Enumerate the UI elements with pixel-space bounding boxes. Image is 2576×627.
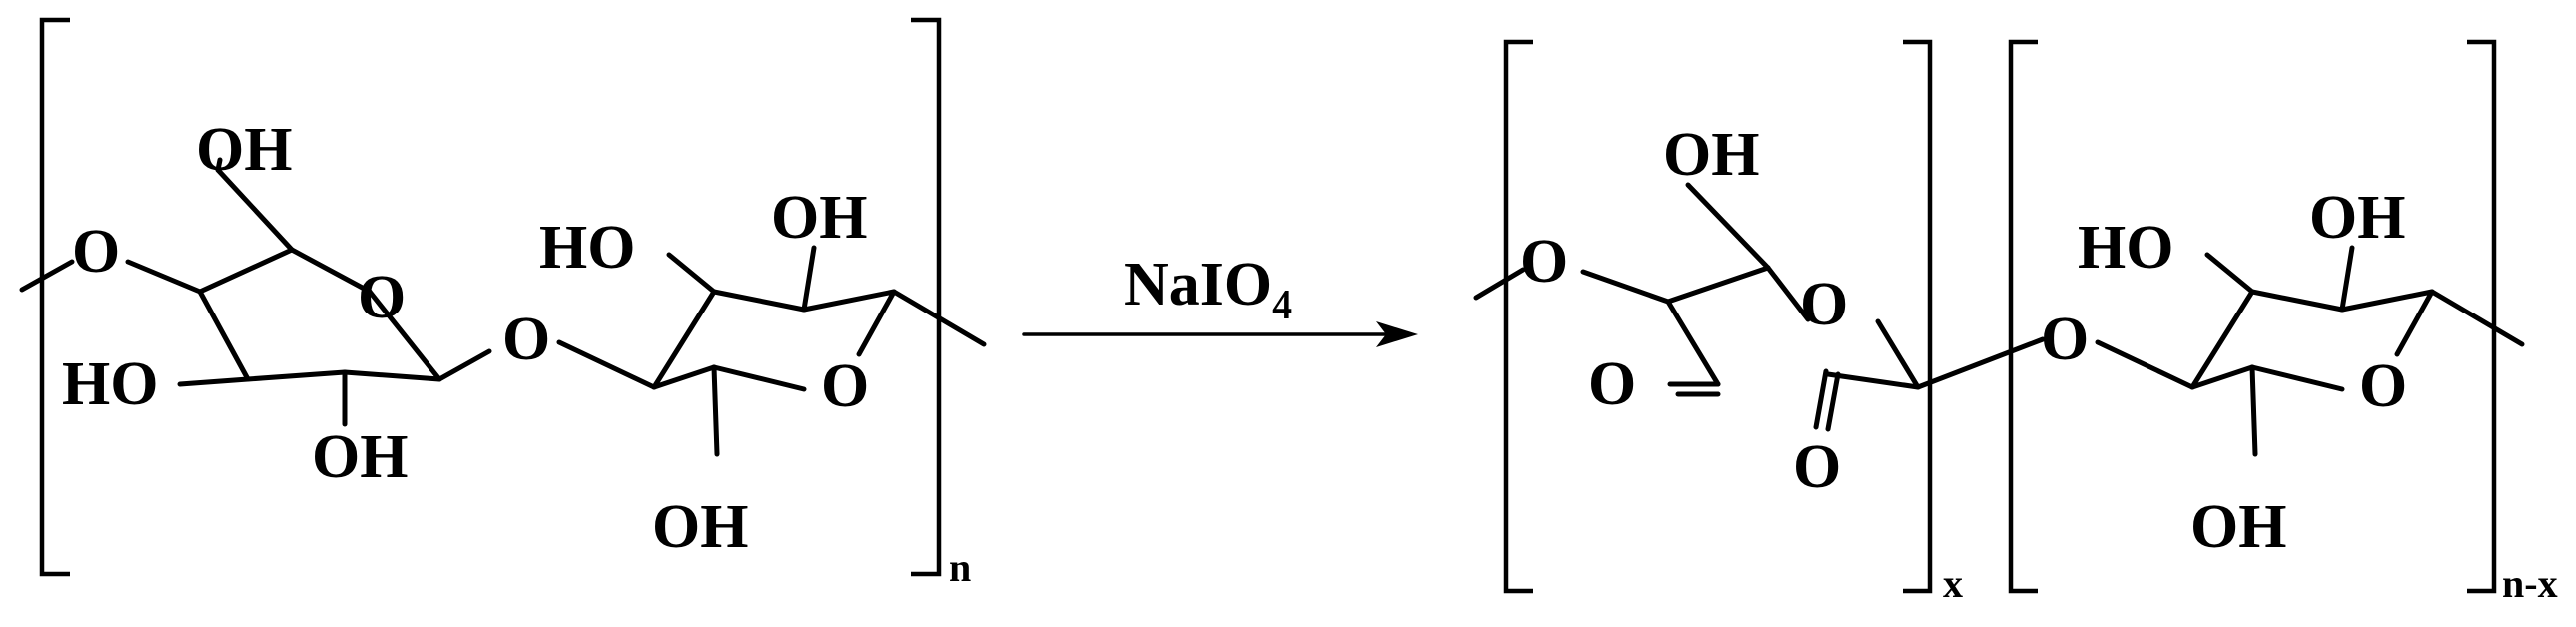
reaction-arrow-group: NaIO4 [1022, 251, 1418, 347]
product-unit1-o-aldehyde-left: O [1588, 350, 1636, 418]
product-repeat-x: x [1943, 561, 1963, 606]
reactant-ring2-oh-top: OH [771, 184, 867, 252]
reactant-cellobiose-unit: O OH O HO OH O HO OH O OH n [19, 17, 987, 590]
reactant-right-bracket [911, 17, 942, 577]
reactant-ring2-o-ring: O [821, 352, 869, 420]
product-unit1-oh-top: OH [1663, 121, 1759, 189]
reactant-ring1-oh-bottom: OH [312, 423, 408, 491]
product-unit2-oh-top: OH [2309, 184, 2405, 252]
product-repeat-n-minus-x: n-x [2502, 561, 2558, 606]
product-unit1-bonds [1473, 182, 2046, 432]
product-unit1-right-bracket [1903, 39, 1933, 594]
reactant-ring2-oh-bottom: OH [652, 493, 748, 561]
product-unit1-o-link-left: O [1520, 228, 1568, 296]
product-unit2-right-bracket [2467, 39, 2497, 594]
reactant-left-bracket [39, 17, 70, 577]
reactant-ring1-bonds [19, 157, 492, 427]
reactant-repeat-n: n [949, 545, 971, 590]
product-o-glycosidic: O [2041, 306, 2089, 373]
product-unit1-left-bracket [1503, 39, 1533, 594]
reactant-ring1-ho-left: HO [62, 350, 158, 418]
reactant-ring2-ho-top: HO [539, 214, 635, 282]
product-unit1-o-aldehyde-right: O [1793, 433, 1841, 501]
product-unit2-left-bracket [2008, 39, 2038, 594]
product-unit2-oh-bottom: OH [2190, 493, 2286, 561]
product-unit1-o-ring: O [1800, 271, 1848, 338]
product-unit2-bonds [2095, 245, 2525, 457]
reaction-arrow-head [1376, 321, 1418, 347]
reactant-ring2-bonds [556, 245, 987, 457]
product-unit2-o-ring: O [2359, 352, 2407, 420]
product-unit2-ho-top: HO [2078, 214, 2173, 282]
reactant-ring1-oh-top: OH [196, 116, 292, 184]
reactant-ring1-o-ring: O [358, 264, 406, 331]
reagent-label: NaIO4 [1124, 251, 1292, 328]
reagent-text: NaIO [1124, 251, 1272, 318]
reactant-ring1-o-link-left: O [72, 218, 120, 286]
reagent-subscript: 4 [1272, 283, 1292, 328]
product-dialdehyde-unit: O OH O O O x O HO OH O OH n-x [1473, 39, 2558, 606]
reactant-o-glycosidic: O [502, 306, 550, 373]
